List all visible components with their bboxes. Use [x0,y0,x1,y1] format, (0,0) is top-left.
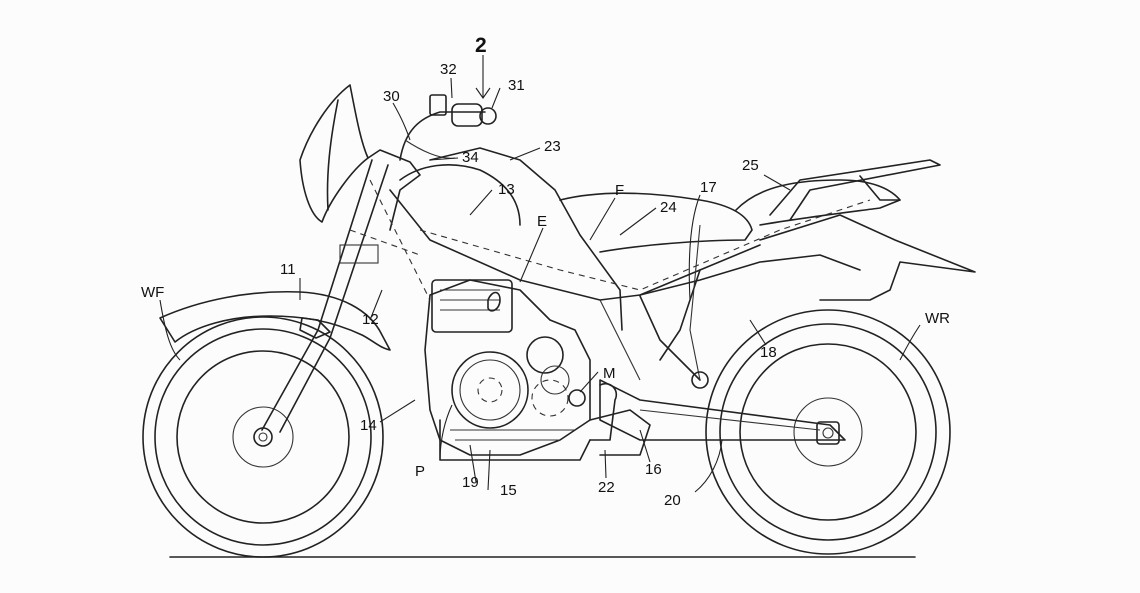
label-30: 30 [383,88,400,105]
handlebar [400,95,496,160]
label-E: E [537,213,547,230]
seat [560,180,900,252]
label-WF: WF [141,284,164,301]
label-2: 2 [475,34,487,57]
front-wheel [143,317,383,557]
label-24: 24 [660,199,677,216]
label-P: P [415,463,425,480]
label-12: 12 [362,311,379,328]
rear-fender [640,215,975,300]
engine [425,280,616,460]
label-25: 25 [742,157,759,174]
label-F: F [615,182,624,199]
rear-wheel [706,310,950,554]
label-13: 13 [498,181,515,198]
label-11: 11 [280,261,296,278]
label-WR: WR [925,310,950,327]
label-14: 14 [360,417,377,434]
fuel-tank [400,148,622,330]
label-31: 31 [508,77,525,94]
label-16: 16 [645,461,662,478]
front-fender [160,292,390,350]
label-20: 20 [664,492,681,509]
label-23: 23 [544,138,561,155]
label-15: 15 [500,482,517,499]
label-34: 34 [462,149,479,166]
label-17: 17 [700,179,717,196]
leader-lines [160,55,920,492]
label-32: 32 [440,61,457,78]
label-22: 22 [598,479,615,496]
front-cowl [300,85,430,300]
label-19: 19 [462,474,479,491]
label-M: M [603,365,616,382]
label-18: 18 [760,344,777,361]
